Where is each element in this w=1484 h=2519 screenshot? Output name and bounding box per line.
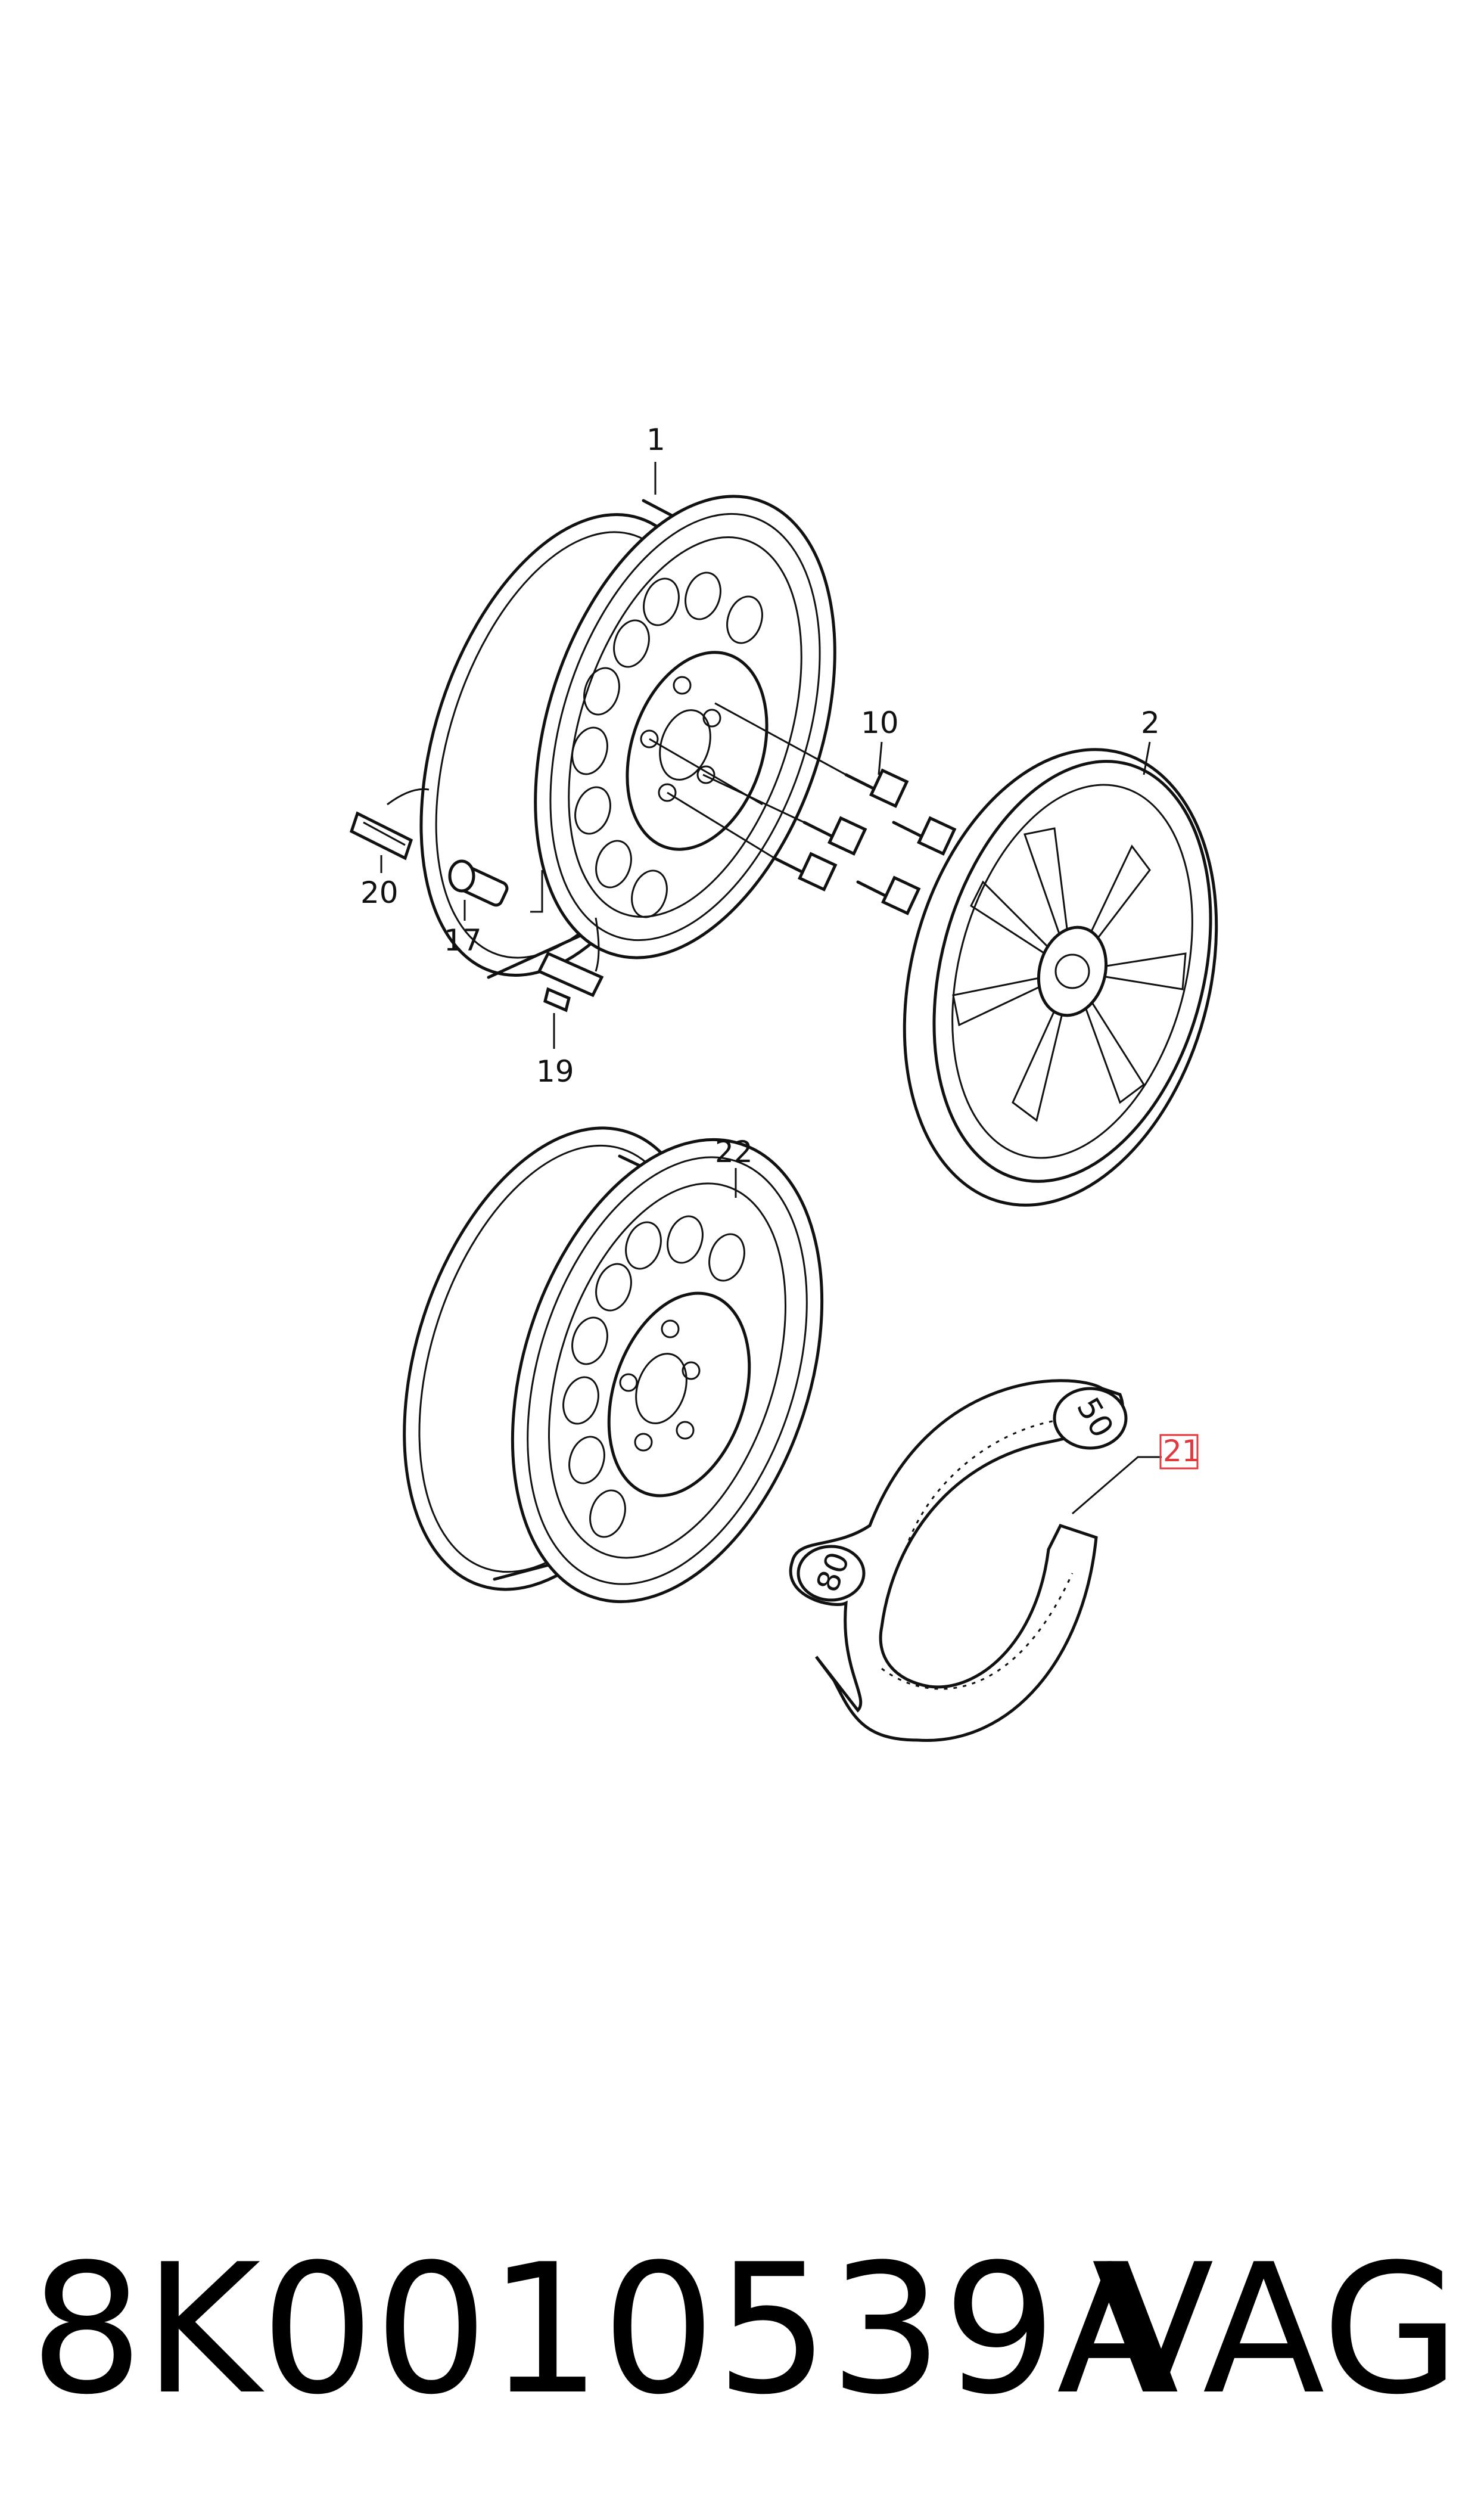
callout-17: 17	[444, 923, 482, 958]
callout-21-highlight-box	[1159, 1434, 1199, 1470]
part-number: 8K0010539A	[30, 2226, 1179, 2434]
balance-weight-19	[537, 917, 604, 1012]
bolt-a	[844, 768, 909, 808]
callout-1: 1	[646, 423, 665, 457]
bolt-e	[856, 875, 921, 915]
callout-10: 10	[861, 706, 899, 740]
balance-weight-20	[349, 811, 413, 861]
wheel-1-vent-holes	[571, 571, 763, 918]
brand-name: VAG	[1091, 2226, 1460, 2434]
hubcap	[903, 748, 1218, 1207]
callout-20: 20	[360, 875, 399, 910]
bolt-b	[802, 816, 867, 856]
wheel-bolts	[649, 702, 957, 915]
callout-22: 22	[715, 1135, 753, 1169]
bolt-c	[773, 852, 838, 892]
hubcap-emblem-icon	[1054, 953, 1090, 989]
callout-2: 2	[1141, 706, 1160, 740]
bolt-d	[892, 816, 957, 856]
spacer-ring: 50 80	[789, 1379, 1128, 1742]
tire-valve	[448, 859, 509, 907]
wheel-22-vent-holes	[562, 1215, 745, 1538]
steel-wheel-rim-1	[419, 495, 836, 979]
steel-wheel-rim-22	[403, 1126, 824, 1604]
callout-19: 19	[536, 1054, 574, 1089]
hubcap-spokes	[952, 827, 1187, 1122]
callout-21: 21	[1163, 1434, 1201, 1468]
leader-lines	[380, 462, 1162, 1515]
footer: 8K0010539A VAG	[0, 2205, 1484, 2455]
